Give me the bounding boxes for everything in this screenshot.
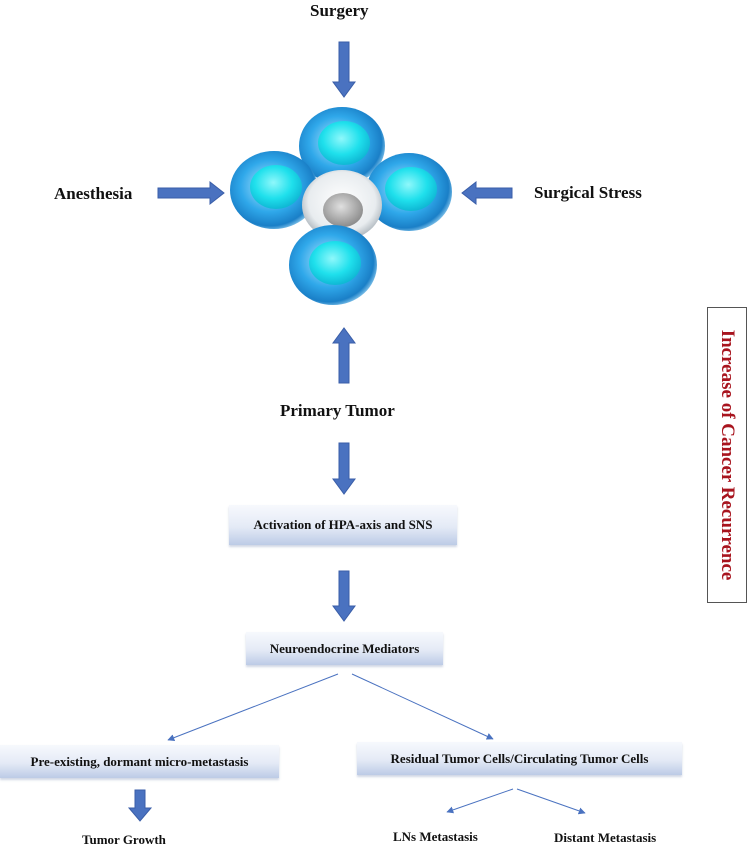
arrow-to-lns [446, 788, 514, 814]
arrow-to-distant [516, 788, 586, 815]
label-tumor-growth: Tumor Growth [82, 832, 166, 847]
arrow-surgery-down [332, 41, 356, 98]
label-lns-metastasis: LNs Metastasis [393, 829, 478, 844]
cell-bottom [289, 225, 377, 305]
side-label-box: Increase of Cancer Recurrence [707, 307, 747, 603]
side-label-text: Increase of Cancer Recurrence [717, 329, 738, 581]
arrow-to-dormant [167, 673, 339, 741]
label-surgical-stress: Surgical Stress [534, 183, 642, 202]
box-hpa-activation: Activation of HPA-axis and SNS [229, 505, 457, 545]
arrow-to-residual [351, 673, 494, 740]
cell-right [366, 153, 452, 231]
arrow-tumor-up [332, 327, 356, 384]
arrow-dormant-down [127, 789, 153, 822]
cell-top [299, 107, 385, 185]
arrow-hpa-down [332, 570, 356, 622]
label-distant-metastasis: Distant Metastasis [554, 830, 657, 845]
arrow-tumor-down [332, 442, 356, 495]
box-neuroendocrine: Neuroendocrine Mediators [246, 632, 443, 665]
cell-cluster-image [230, 107, 452, 305]
label-surgery: Surgery [310, 1, 369, 20]
box-dormant-micrometastasis: Pre-existing, dormant micro-metastasis [0, 745, 279, 778]
cell-left [230, 151, 318, 229]
label-anesthesia: Anesthesia [54, 184, 133, 203]
arrow-anesthesia-right [157, 180, 225, 206]
label-primary-tumor: Primary Tumor [280, 401, 395, 420]
arrow-stress-left [461, 180, 513, 206]
cell-center [302, 170, 382, 240]
box-residual-tumor-cells: Residual Tumor Cells/Circulating Tumor C… [357, 742, 682, 775]
